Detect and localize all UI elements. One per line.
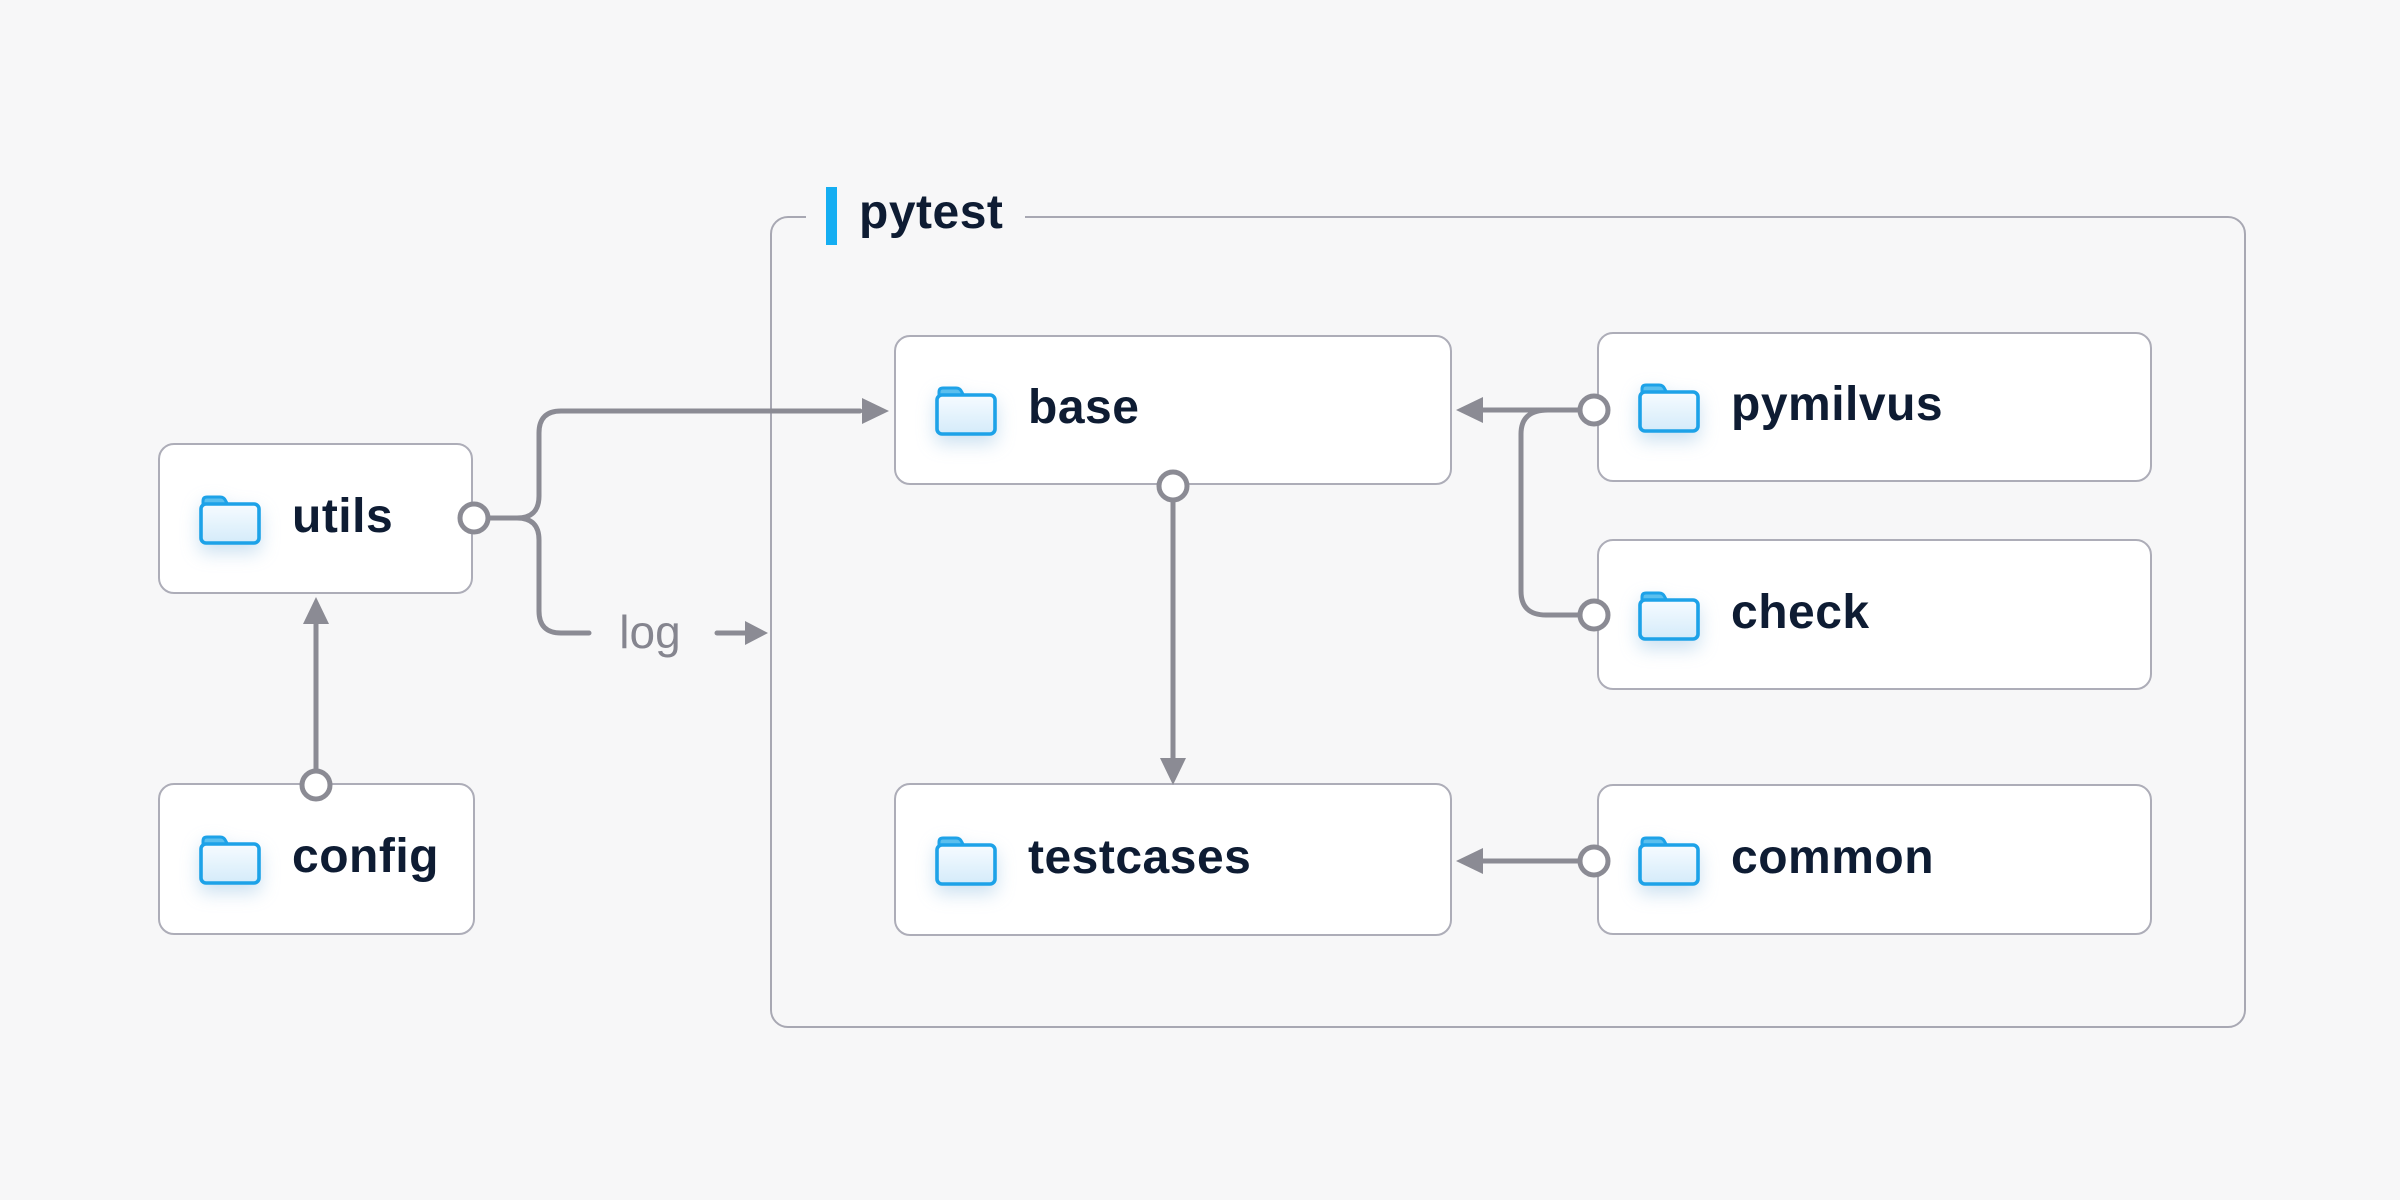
edge-config-utils xyxy=(299,597,333,802)
accent-bar xyxy=(826,187,837,245)
folder-icon xyxy=(1635,587,1703,643)
node-pymilvus: pymilvus xyxy=(1597,332,2152,482)
node-label: base xyxy=(1028,381,1140,434)
folder-icon xyxy=(196,491,264,547)
node-config: config xyxy=(158,783,475,935)
folder-icon xyxy=(196,831,264,887)
folder-icon xyxy=(1635,832,1703,888)
node-testcases: testcases xyxy=(894,783,1452,936)
arrowhead-up xyxy=(303,597,329,624)
pytest-group-title: pytest xyxy=(859,186,1004,239)
node-label: testcases xyxy=(1028,830,1252,884)
node-label: config xyxy=(292,830,439,883)
folder-icon xyxy=(1635,379,1703,435)
node-label: check xyxy=(1731,585,1870,639)
node-label: utils xyxy=(292,489,394,543)
folder-icon xyxy=(932,382,1000,438)
pytest-group-label: pytest xyxy=(806,181,1026,251)
node-utils: utils xyxy=(158,443,473,594)
folder-icon xyxy=(932,832,1000,888)
node-common: common xyxy=(1597,784,2152,935)
node-label: common xyxy=(1731,830,1935,884)
pytest-group-box xyxy=(770,216,2246,1028)
arrowhead-right-small xyxy=(745,621,768,645)
node-base: base xyxy=(894,335,1452,485)
node-label: pymilvus xyxy=(1731,378,1944,431)
node-check: check xyxy=(1597,539,2152,690)
edge-label-log: log xyxy=(619,606,681,658)
